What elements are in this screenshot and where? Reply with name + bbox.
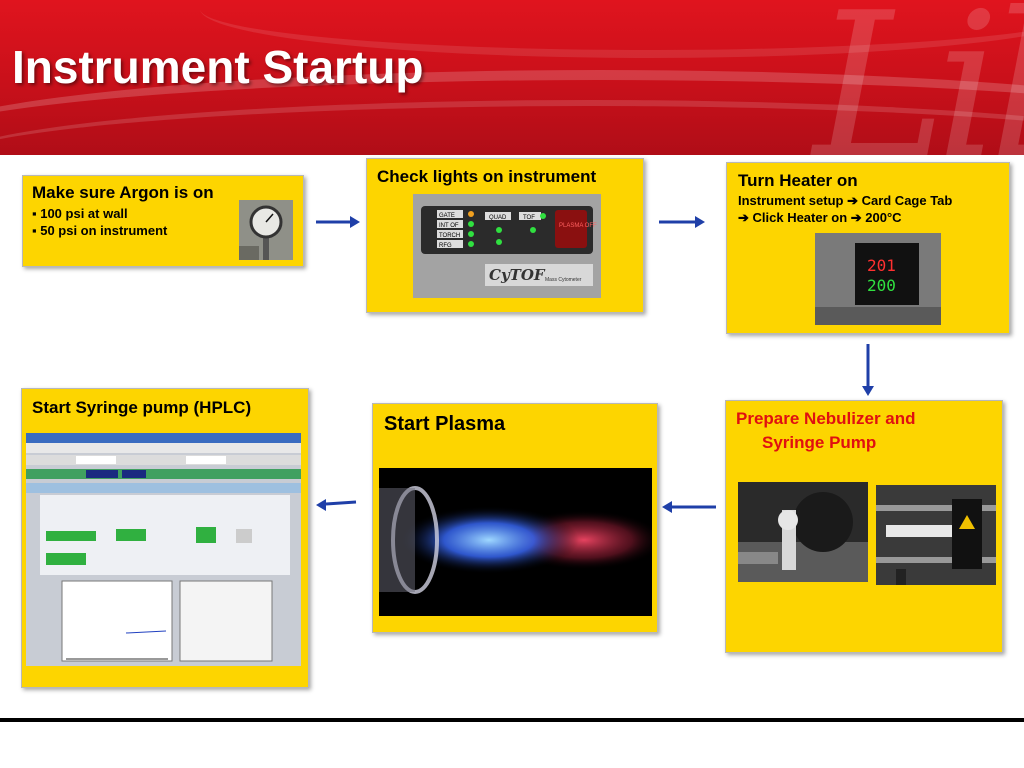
arrow-left-icon — [316, 499, 357, 511]
banner-swoosh — [200, 0, 1024, 58]
step-card-heater: Turn Heater on Instrument setup ➔ Card C… — [726, 162, 1010, 334]
temperature-display-icon: 201 200 — [815, 233, 941, 325]
bullet-item: ▪ 100 psi at wall — [32, 206, 128, 221]
banner-swoosh — [0, 70, 1024, 155]
nebulizer-icon — [738, 482, 868, 582]
watermark-logo: Lil — [813, 0, 1024, 155]
banner-swoosh — [0, 100, 1024, 155]
svg-text:201: 201 — [867, 256, 896, 275]
svg-text:GATE: GATE — [439, 213, 455, 219]
instrument-lights-photo: GATE INT OF TORCH RFG QUAD TOF PLASMA OF… — [413, 194, 601, 298]
step-card-nebulizer: Prepare Nebulizer and Syringe Pump — [725, 400, 1003, 653]
step-card-plasma: Start Plasma — [372, 403, 658, 633]
indicator-panel-icon: GATE INT OF TORCH RFG QUAD TOF PLASMA OF… — [413, 194, 601, 298]
instruction-line: Instrument setup ➔ Card Cage Tab — [738, 193, 953, 208]
svg-text:RFG: RFG — [439, 243, 452, 249]
plasma-flame-icon — [379, 468, 652, 616]
svg-text:Mass Cytometer: Mass Cytometer — [545, 277, 582, 283]
gauge-icon — [239, 200, 293, 260]
svg-text:TOF: TOF — [523, 215, 535, 221]
svg-text:CyTOF: CyTOF — [489, 266, 546, 284]
footer-divider — [0, 718, 1024, 722]
page-title: Instrument Startup — [12, 41, 424, 93]
bullet-item: ▪ 50 psi on instrument — [32, 223, 168, 238]
syringe-pump-icon — [876, 485, 996, 585]
step-title: Syringe Pump — [762, 433, 877, 452]
software-window-icon — [26, 433, 301, 666]
arrow-right-icon — [316, 216, 360, 228]
step-card-syringe: Start Syringe pump (HPLC) — [21, 388, 309, 688]
pressure-gauge-photo — [239, 200, 293, 260]
step-card-argon: Make sure Argon is on ▪ 100 psi at wall … — [22, 175, 304, 267]
svg-text:INT OF: INT OF — [439, 223, 459, 229]
syringe-pump-photo — [876, 485, 996, 585]
svg-text:QUAD: QUAD — [489, 215, 507, 221]
heater-display-photo: 201 200 — [815, 233, 941, 325]
plasma-torch-photo — [379, 468, 652, 616]
step-title: Make sure Argon is on — [32, 183, 214, 202]
step-title: Start Plasma — [384, 413, 506, 435]
svg-text:PLASMA OFF: PLASMA OFF — [559, 223, 597, 229]
svg-text:TORCH: TORCH — [439, 233, 460, 239]
arrow-left-icon — [662, 501, 716, 513]
svg-text:200: 200 — [867, 276, 896, 295]
step-title: Prepare Nebulizer and — [736, 409, 916, 428]
step-title: Check lights on instrument — [377, 167, 597, 186]
step-title: Start Syringe pump (HPLC) — [32, 398, 252, 417]
nebulizer-photo — [738, 482, 868, 582]
step-card-lights: Check lights on instrument GATE INT OF T… — [366, 158, 644, 313]
title-banner: Lil — [0, 0, 1024, 155]
arrow-right-icon — [659, 216, 705, 228]
instruction-line: ➔ Click Heater on ➔ 200°C — [738, 210, 902, 225]
hplc-software-screenshot — [26, 433, 301, 666]
step-title: Turn Heater on — [738, 171, 858, 190]
arrow-down-icon — [862, 344, 874, 396]
